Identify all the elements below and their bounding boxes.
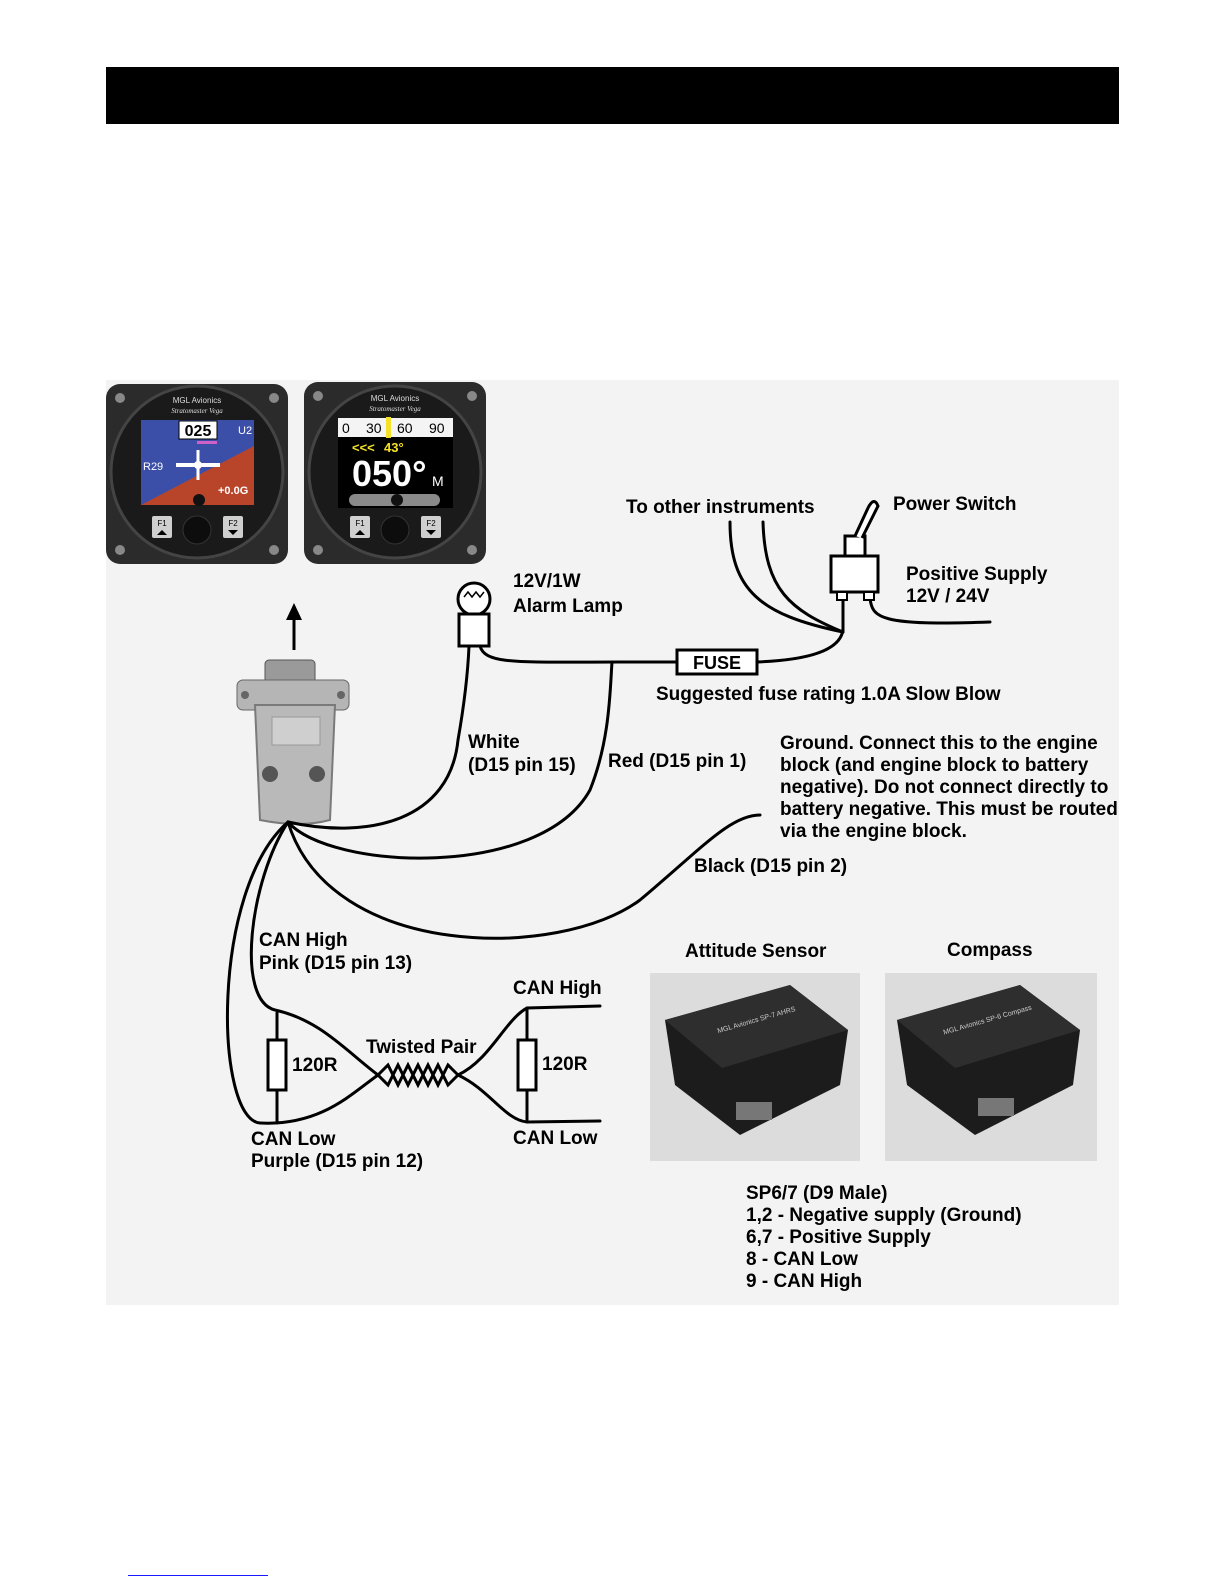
compass-screen: 0 30 60 90 <<< 43° 050° M: [338, 417, 453, 508]
resistor-right-label: 120R: [542, 1054, 588, 1075]
svg-text:+0.0G: +0.0G: [218, 485, 248, 497]
pinout-line: SP6/7 (D9 Male): [746, 1183, 888, 1204]
svg-text:F2: F2: [426, 519, 436, 528]
resistor-right: [516, 1038, 538, 1092]
instrument-attitude: MGL Avionics Stratomaster Vega 025 U2 R2…: [106, 384, 288, 564]
svg-text:90: 90: [429, 420, 445, 436]
can-low-left-label: CAN Low: [251, 1129, 336, 1150]
svg-text:Stratomaster Vega: Stratomaster Vega: [369, 405, 421, 413]
to-other-wire-1: [728, 520, 845, 634]
can-high-right-label: CAN High: [513, 978, 602, 999]
white-pin-label: (D15 pin 15): [468, 755, 576, 776]
wires: [225, 520, 992, 1125]
positive-supply-wire: [868, 596, 992, 625]
resistor-left-label: 120R: [292, 1055, 338, 1076]
ground-note: Ground. Connect this to the engine block…: [780, 733, 1118, 842]
red-wire-label: Red (D15 pin 1): [608, 751, 747, 772]
up-arrow-icon: [286, 603, 302, 650]
instrument-compass: MGL Avionics Stratomaster Vega 0 30 60 9…: [304, 382, 486, 564]
svg-text:MGL Avionics: MGL Avionics: [371, 394, 419, 403]
alarm-lamp-icon: [456, 581, 492, 648]
svg-text:050°: 050°: [352, 453, 426, 494]
red-wire: [286, 660, 614, 860]
lamp-rating-label: 12V/1W: [513, 571, 581, 592]
attitude-sensor-photo: MGL Avionics SP-7 AHRS: [650, 973, 860, 1161]
power-switch-label: Power Switch: [893, 494, 1017, 515]
svg-text:F1: F1: [355, 519, 365, 528]
svg-text:43°: 43°: [384, 440, 404, 455]
attitude-sensor-label: Attitude Sensor: [685, 941, 827, 962]
alarm-lamp-label: Alarm Lamp: [513, 596, 623, 617]
header-bar: [106, 67, 1119, 124]
fuse-to-switch-wire: [755, 628, 845, 664]
compass-label: Compass: [947, 940, 1033, 961]
twisted-pair-b: [376, 1061, 460, 1089]
to-other-instruments-label: To other instruments: [626, 497, 815, 518]
pinout-line: 8 - CAN Low: [746, 1249, 858, 1270]
svg-text:Stratomaster Vega: Stratomaster Vega: [171, 407, 223, 415]
f1-button[interactable]: [350, 516, 370, 538]
resistor-left: [266, 1038, 288, 1092]
purple-pin-label: Purple (D15 pin 12): [251, 1151, 424, 1172]
f2-button[interactable]: [223, 516, 243, 538]
black-wire: [286, 813, 762, 940]
twisted-pair-label: Twisted Pair: [366, 1037, 477, 1058]
fuse-label: FUSE: [693, 653, 741, 673]
pink-pin-label: Pink (D15 pin 13): [259, 953, 413, 974]
can-low-wire: [225, 820, 380, 1125]
can-low-right-label: CAN Low: [513, 1128, 598, 1149]
rotary-knob[interactable]: [182, 515, 212, 545]
svg-text:<<<: <<<: [352, 440, 375, 455]
pinout-line: 1,2 - Negative supply (Ground): [746, 1205, 1022, 1226]
black-wire-label: Black (D15 pin 2): [694, 856, 848, 877]
twisted-pair-a: [376, 1061, 460, 1089]
rotary-knob[interactable]: [380, 515, 410, 545]
can-high-wire: [249, 820, 380, 1077]
pinout-line: 9 - CAN High: [746, 1271, 863, 1292]
white-wire-label: White: [468, 732, 520, 753]
footer-link-underline[interactable]: [128, 1575, 268, 1576]
can-high-left-label: CAN High: [259, 930, 348, 951]
can-high-right-wire: [456, 1004, 602, 1077]
lamp-to-fuse-wire: [478, 644, 679, 664]
attitude-screen: 025 U2 R29 +0.0G: [141, 420, 254, 506]
svg-text:30: 30: [366, 420, 382, 436]
svg-text:R29: R29: [143, 461, 163, 473]
pinout-line: 6,7 - Positive Supply: [746, 1227, 931, 1248]
f1-button[interactable]: [152, 516, 172, 538]
f2-button[interactable]: [421, 516, 441, 538]
svg-text:60: 60: [397, 420, 413, 436]
positive-supply-label: Positive Supply: [906, 564, 1048, 585]
svg-text:F2: F2: [228, 519, 238, 528]
svg-text:M: M: [432, 473, 444, 489]
d15-connector: [236, 659, 350, 825]
pinout-list: SP6/7 (D9 Male) 1,2 - Negative supply (G…: [746, 1183, 1022, 1293]
compass-sensor-photo: MGL Avionics SP-6 Compass: [885, 973, 1097, 1161]
svg-text:025: 025: [185, 423, 212, 440]
svg-text:0: 0: [342, 420, 350, 436]
fuse-box: [675, 648, 759, 676]
svg-text:F1: F1: [157, 519, 167, 528]
fuse-rating-label: Suggested fuse rating 1.0A Slow Blow: [656, 684, 1001, 705]
to-other-wire-2: [761, 520, 845, 634]
white-wire: [286, 644, 471, 830]
supply-voltage-label: 12V / 24V: [906, 586, 990, 607]
svg-text:U2: U2: [238, 425, 252, 437]
power-switch-icon[interactable]: [829, 500, 880, 601]
svg-text:MGL Avionics: MGL Avionics: [173, 396, 221, 405]
